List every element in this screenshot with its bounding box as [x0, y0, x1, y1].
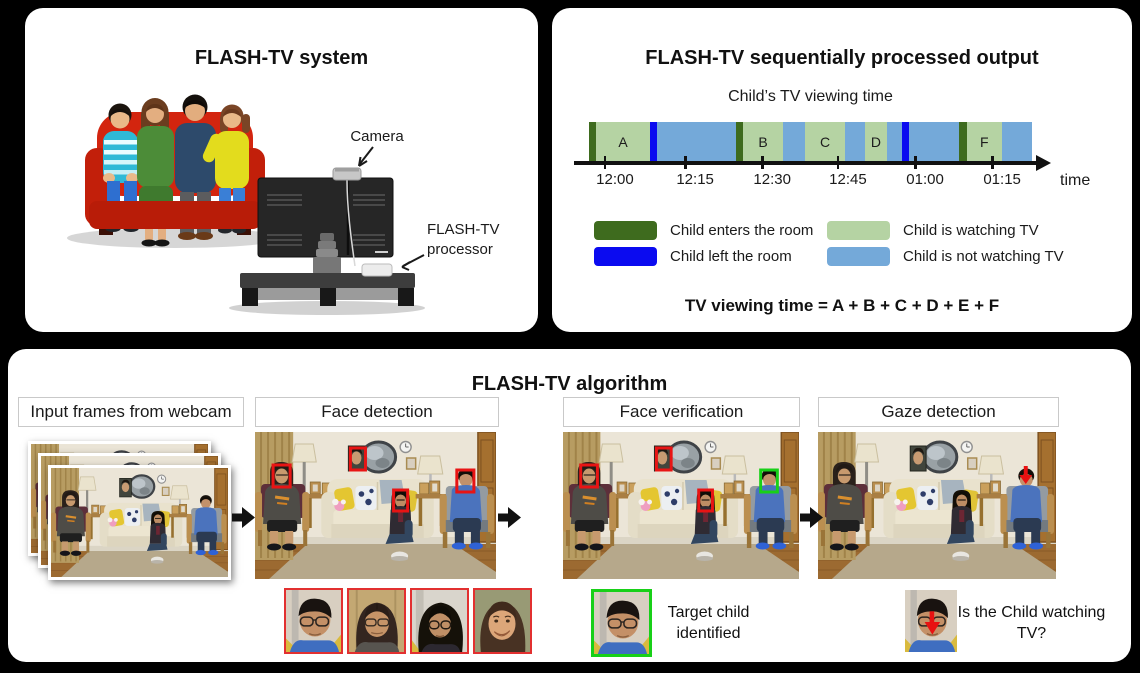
legend-item-not: Child is not watching TV [827, 247, 1064, 266]
adult-woman-face-box [579, 463, 599, 489]
axis-tick [761, 156, 764, 169]
viewing-time-formula: TV viewing time = A + B + C + D + E + F [684, 296, 1000, 315]
timeline-segment-not [782, 122, 806, 164]
timeline-segment-not [656, 122, 737, 164]
legend-label: Child enters the room [670, 222, 814, 239]
segment-label: A [618, 134, 628, 151]
segment-label: B [758, 134, 768, 151]
face-verification-photo [563, 432, 799, 579]
system-illustration: Camera FLASH-TV processor [67, 94, 500, 315]
stage-label-gaze-detection: Gaze detection [818, 397, 1059, 427]
target-child-crop [284, 588, 343, 654]
axis-tick-label: 12:00 [596, 171, 634, 188]
axis-tick-label: 12:15 [676, 171, 714, 188]
couch-seat-front [89, 201, 261, 229]
input-frame-front [48, 465, 231, 580]
axis-tick-label: 01:00 [906, 171, 944, 188]
legend-swatch [827, 221, 890, 240]
axis-tick-label: 01:15 [983, 171, 1021, 188]
legend-item-enter: Child enters the room [594, 221, 813, 240]
segment-label: D [870, 134, 882, 151]
portrait-face-box [654, 446, 673, 472]
stage-label-input-frames: Input frames from webcam [18, 397, 244, 427]
camera-device [332, 167, 362, 181]
tv-stand [240, 233, 415, 306]
camera-label: Camera [350, 128, 404, 145]
system-panel-title: FLASH-TV system [194, 46, 369, 69]
flow-arrow-1 [232, 507, 255, 528]
legend-swatch [827, 247, 890, 266]
timeline-segment-left [650, 122, 657, 164]
panel-flash-tv-system: FLASH-TV system [25, 8, 538, 332]
timeline-segment-not [908, 122, 959, 164]
gaze-detection-caption: Is the Child watching TV? [957, 604, 1106, 642]
processor-label-line2: processor [427, 241, 493, 258]
processor-label-line1: FLASH-TV [427, 221, 500, 238]
detected-face-crops [284, 588, 532, 654]
portrait-face-box [348, 446, 367, 472]
axis-tick [603, 156, 607, 169]
adult-woman-face-box [271, 463, 292, 489]
legend-item-watch: Child is watching TV [827, 221, 1039, 240]
axis-tick [836, 156, 840, 169]
segment-label: F [979, 134, 989, 151]
legend-label: Child is watching TV [903, 222, 1039, 239]
stand-shadow [229, 301, 425, 315]
legend-label: Child is not watching TV [903, 248, 1064, 265]
gaze-child-crop [905, 590, 957, 652]
panel-algorithm: FLASH-TV algorithm Input frames from web… [8, 349, 1131, 662]
couch-shadow [67, 228, 283, 248]
target-child-crop [591, 589, 652, 657]
segment-label: C [819, 134, 831, 151]
flow-arrow-3 [800, 507, 823, 528]
timeline-segment-D: D [864, 122, 888, 164]
axis-tick [991, 156, 994, 169]
time-axis-arrowhead [1036, 154, 1051, 171]
target-child-face-box [759, 468, 779, 494]
legend-item-left: Child left the room [594, 247, 792, 266]
legend-swatch [594, 247, 657, 266]
timeline-segment-not [1001, 122, 1032, 164]
camera-cable [346, 179, 356, 267]
portrait-girl-crop [473, 588, 532, 654]
family-daughter [202, 104, 250, 234]
legend-label: Child left the room [670, 248, 792, 265]
girl-crop [410, 588, 469, 654]
target-child-face-box [455, 468, 476, 494]
adult-woman-crop [347, 588, 406, 654]
tv [257, 177, 394, 258]
chart-title: Child’s TV viewing time [728, 88, 893, 105]
algorithm-panel-title: FLASH-TV algorithm [471, 372, 668, 395]
gaze-detection-photo [818, 432, 1056, 579]
axis-tick-label: 12:45 [829, 171, 867, 188]
processor-device [361, 263, 393, 277]
legend-swatch [594, 221, 657, 240]
girl-face-box [392, 488, 410, 513]
axis-tick-label: 12:30 [753, 171, 791, 188]
panel-sequential-output: FLASH-TV sequentially processed output C… [552, 8, 1132, 332]
stage-label-face-detection: Face detection [255, 397, 499, 427]
timeline-segment-enter [589, 122, 597, 164]
timeline-segment-left [902, 122, 909, 164]
axis-time-label: time [1060, 172, 1091, 189]
stage-label-face-verification: Face verification [563, 397, 800, 427]
timeline-segment-enter [736, 122, 744, 164]
face-verification-caption: Target child identified [667, 604, 750, 642]
axis-tick [914, 156, 917, 169]
output-panel-title: FLASH-TV sequentially processed output [645, 46, 1039, 69]
flow-arrow-2 [498, 507, 521, 528]
face-detection-photo [255, 432, 496, 579]
timeline-segment-not [887, 122, 903, 164]
time-axis [574, 161, 1036, 165]
timeline-segment-F: F [966, 122, 1002, 164]
camera-arrow [358, 146, 374, 167]
girl-face-box [697, 488, 714, 513]
timeline-segment-not [844, 122, 865, 164]
timeline-segment-enter [958, 122, 967, 164]
processor-arrow [401, 254, 425, 271]
axis-tick [684, 156, 687, 169]
